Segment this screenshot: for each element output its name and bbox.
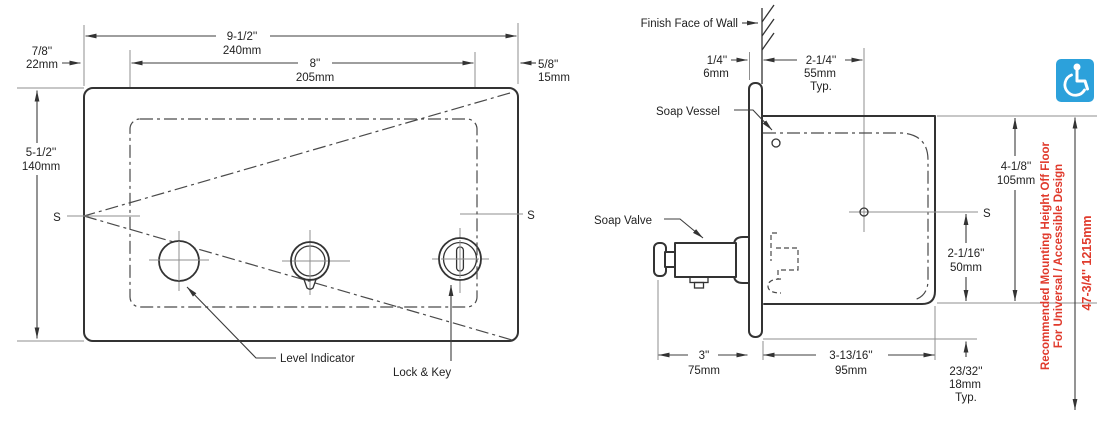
dim-setback: 2-1/4'' 55mm Typ. [763, 55, 863, 93]
vessel-vent-hole [771, 138, 781, 148]
dim-text: 75mm [688, 365, 720, 377]
dim-text: 15mm [538, 72, 570, 84]
dim-text: 18mm [949, 379, 981, 391]
dim-text: 4-1/8'' [1001, 161, 1032, 173]
dim-text: 95mm [835, 365, 867, 377]
dim-text: 105mm [997, 175, 1035, 187]
dim-text: 140mm [22, 161, 60, 173]
dim-plate-thickness: 1/4'' 6mm [703, 55, 748, 80]
dim-lip: 23/32'' 18mm Typ. [949, 341, 983, 404]
dim-text: 205mm [296, 72, 334, 84]
lock-and-key [432, 228, 489, 293]
valve-body [674, 242, 737, 278]
dim-projection: 3'' 75mm [658, 350, 748, 377]
dim-text: 2-1/16'' [948, 248, 985, 260]
crosshair-inner [292, 243, 328, 279]
s-label: S [983, 208, 991, 220]
dim-text: 9-1/2'' [227, 31, 258, 43]
diagonal-centerline-upper [83, 92, 511, 217]
dim-depth: 4-1/8'' 105mm [997, 118, 1035, 301]
soap-vessel-label: Soap Vessel [656, 106, 720, 118]
dim-text: 50mm [950, 262, 982, 274]
mounting-note-line1: Recommended Mounting Height Off Floor [1040, 141, 1052, 370]
dispenser-front-outline [83, 87, 519, 342]
mounting-height-value: 47-3/4'' 1215mm [1080, 216, 1094, 311]
wall-finish-face [761, 4, 775, 84]
dim-text: 8'' [310, 58, 321, 70]
hidden-valve-mechanism [767, 232, 799, 294]
dim-height: 5-1/2'' 140mm [22, 90, 60, 339]
dim-text: 240mm [223, 45, 261, 57]
wheelchair-accessible-icon [1056, 59, 1094, 102]
side-view-drawing: Finish Face of Wall [594, 4, 1097, 410]
dim-text: 3-13/16'' [829, 350, 872, 362]
diagonal-centerline-lower [83, 215, 513, 341]
mounting-plate [748, 82, 763, 338]
s-marker: S [849, 207, 991, 220]
finish-face-callout: Finish Face of Wall [641, 18, 758, 30]
dim-text: 55mm [804, 68, 836, 80]
s-label-right: S [527, 210, 535, 222]
dim-inner-width: 8'' 205mm [131, 58, 474, 84]
dim-recess-width: 3-13/16'' 95mm [763, 350, 935, 377]
soap-vessel-outline [761, 115, 936, 305]
dim-text: Typ. [955, 392, 977, 404]
level-indicator-window [149, 231, 209, 291]
dim-valve-height: 2-1/16'' 50mm [948, 214, 985, 301]
dim-text: 2-1/4'' [806, 55, 837, 67]
lock-key-label: Lock & Key [393, 367, 451, 379]
finish-face-label: Finish Face of Wall [641, 18, 738, 30]
dim-mounting-height: Recommended Mounting Height Off Floor Fo… [1040, 117, 1094, 410]
lock-key-callout: Lock & Key [393, 285, 454, 379]
dim-left-offset: 7/8'' 22mm [26, 46, 81, 71]
soap-vessel-callout: Soap Vessel [656, 106, 773, 131]
dim-text: 7/8'' [32, 46, 52, 58]
valve-stem [664, 251, 676, 268]
soap-valve-label: Soap Valve [594, 215, 652, 227]
soap-valve-side [653, 236, 751, 289]
level-indicator-callout: Level Indicator [186, 286, 355, 365]
dim-text: 6mm [703, 68, 729, 80]
soap-valve-callout: Soap Valve [594, 215, 704, 239]
dim-right-offset: 5/8'' 15mm [520, 59, 570, 84]
dim-text: 5-1/2'' [26, 147, 57, 159]
dim-text: Typ. [810, 81, 832, 93]
dim-text: 3'' [699, 350, 710, 362]
crosshair-inner [441, 240, 479, 278]
dim-text: 22mm [26, 59, 58, 71]
dim-text: 23/32'' [949, 366, 982, 378]
front-view-drawing: 9-1/2'' 240mm 8'' 205mm 7/8'' 22mm 5/8''… [17, 23, 570, 379]
crosshair-inner [149, 241, 209, 281]
vessel-inner-centerline [763, 132, 929, 301]
hidden-vessel-outline [129, 118, 478, 308]
s-point [859, 207, 869, 217]
mounting-note-line2: For Universal / Accessible Design [1053, 164, 1065, 348]
soap-valve-front [282, 230, 350, 295]
dim-text: 5/8'' [538, 59, 558, 71]
dim-text: 1/4'' [707, 55, 727, 67]
valve-spout-lower [693, 281, 705, 289]
level-indicator-label: Level Indicator [280, 353, 355, 365]
wall-hatch [761, 4, 775, 51]
valve-spout-front [303, 278, 317, 290]
dim-overall-width: 9-1/2'' 240mm [85, 31, 517, 57]
s-label-left: S [53, 212, 61, 224]
